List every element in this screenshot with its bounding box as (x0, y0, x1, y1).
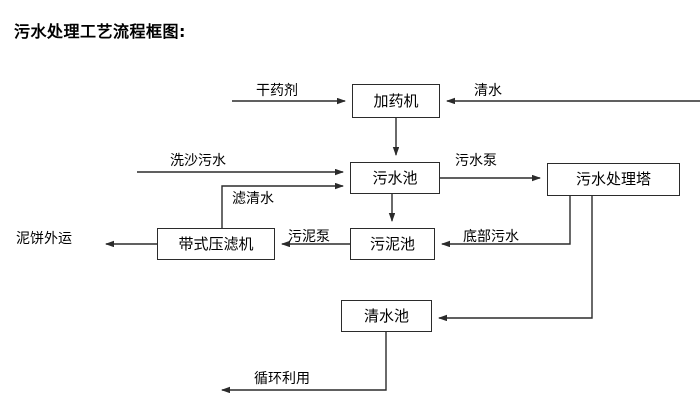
node-label: 带式压滤机 (178, 234, 254, 253)
label-mud-cake-transport: 泥饼外运 (16, 231, 72, 247)
label-recycle-use: 循环利用 (254, 371, 310, 387)
node-clear-water-pool[interactable]: 清水池 (341, 300, 432, 332)
page-title: 污水处理工艺流程框图: (14, 22, 186, 41)
node-sewage-pool[interactable]: 污水池 (350, 162, 440, 194)
node-dosing-machine[interactable]: 加药机 (352, 84, 440, 118)
label-dry-reagent: 干药剂 (256, 83, 298, 99)
node-treatment-tower[interactable]: 污水处理塔 (547, 163, 680, 196)
node-sludge-pool[interactable]: 污泥池 (350, 228, 435, 260)
label-bottom-sewage: 底部污水 (463, 229, 519, 245)
label-sludge-pump: 污泥泵 (288, 229, 330, 245)
node-label: 污泥池 (369, 234, 415, 253)
node-label: 清水池 (363, 306, 409, 325)
label-sewage-pump: 污水泵 (455, 153, 497, 169)
edge-filtrate-to-sewage-pool (221, 182, 344, 228)
node-label: 加药机 (373, 91, 419, 110)
label-clean-water: 清水 (474, 83, 502, 99)
node-label: 污水处理塔 (575, 170, 651, 188)
node-label: 污水池 (372, 168, 418, 187)
edge-tower-bottom-to-sludge-pool (441, 196, 571, 248)
node-belt-filter-press[interactable]: 带式压滤机 (157, 228, 275, 260)
edge-tower-to-clear-pool (438, 196, 593, 322)
label-sand-wash-sewage: 洗沙污水 (170, 153, 226, 169)
label-filtrate-water: 滤清水 (232, 191, 274, 207)
edge-clear-pool-to-recycle (221, 332, 387, 394)
